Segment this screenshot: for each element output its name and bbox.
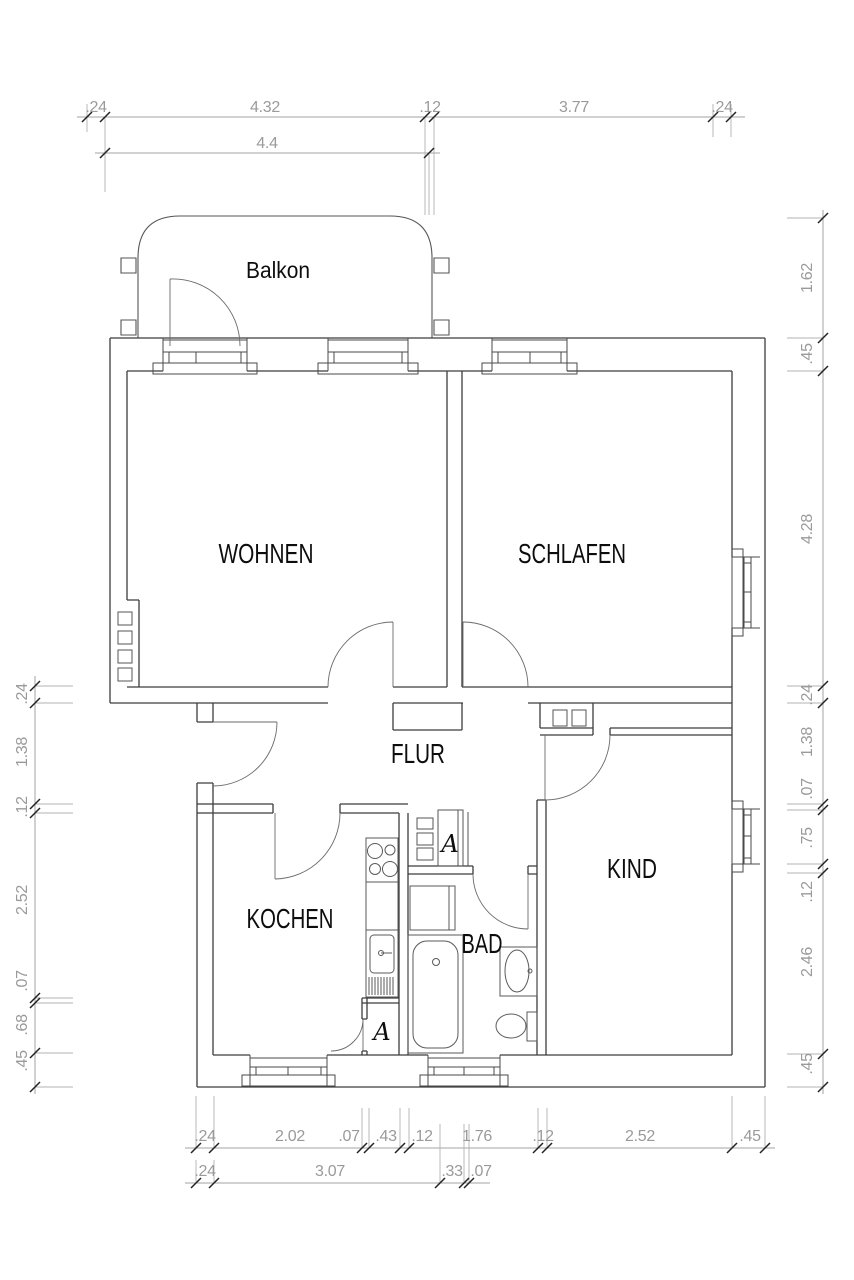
room-label-schlafen: SCHLAFEN [518,538,626,569]
radiator-and-shaft-icons [117,611,587,867]
dimension-label: 4.28 [799,514,816,544]
dimension-label: 1.62 [799,263,816,293]
balcony-layer [120,215,450,338]
dimension-label: .07 [338,1128,360,1145]
dimension-label: .12 [14,796,31,818]
dimension-label: 3.77 [559,99,589,116]
washbasin-counter-icon [499,946,538,997]
dimension-label: 2.46 [799,947,816,977]
dimension-label: .12 [532,1128,554,1145]
washbasin-icon [504,949,530,993]
storage-label-a: A [371,1018,390,1046]
dimension-label: 2.52 [14,885,31,915]
bathtub-inner-icon [412,940,459,1049]
dimension-label: 1.76 [462,1128,492,1145]
labels-layer: Balkon WOHNEN SCHLAFEN FLUR KOCHEN BAD K… [219,257,658,1046]
kitchen-sink-icon [365,929,399,998]
dimension-chain-lines [34,116,824,1184]
dimension-label: 4.32 [250,99,280,116]
room-label-wohnen: WOHNEN [219,538,314,569]
dimension-labels: .24 4.32 .12 3.77 .24 4.4 .24 2.02 .07 .43 .12 1.76… [14,99,816,1180]
dimension-label: .24 [85,99,107,116]
dimension-label: .07 [14,970,31,992]
room-label-kind: KIND [607,853,657,884]
dimension-label: .07 [799,778,816,800]
toilet-icon [495,1013,527,1039]
bathtub-drain-icon [432,958,440,966]
stove-burner-icon [382,861,398,877]
dimension-label: .24 [799,684,816,706]
door-swing-symbols [169,278,611,1052]
stove-burner-icon [384,844,396,856]
dimension-label: .45 [739,1128,761,1145]
window-symbols [152,338,760,1087]
dimension-label: .45 [799,1053,816,1075]
stove-burner-icon [369,863,381,875]
dimension-label: 1.38 [14,737,31,767]
dimension-label: .68 [14,1014,31,1036]
dimension-label: .12 [419,99,441,116]
dimension-label: .75 [799,827,816,849]
dimension-label: .12 [411,1128,433,1145]
dimension-label: .24 [194,1128,216,1145]
dimension-label: .43 [375,1128,397,1145]
washbasin-faucet-icon [527,968,533,974]
room-label-kochen: KOCHEN [247,903,334,934]
fixtures-layer [365,837,538,1054]
windows-layer [152,338,760,1087]
dimension-label: .24 [194,1163,216,1180]
dimension-ticks [29,111,829,1189]
dimension-label: .45 [14,1050,31,1072]
stove-burner-icon [367,843,383,859]
dimension-label: .24 [14,683,31,705]
dimension-lines-layer: .24 4.32 .12 3.77 .24 4.4 .24 2.02 .07 .43 .12 1.76… [14,99,829,1189]
kitchen-counter-icon [365,881,399,931]
dimension-label: 4.4 [256,135,278,152]
shaft-label-a: A [439,830,458,858]
dimension-label: 2.02 [275,1128,305,1145]
room-label-balkon: Balkon [246,257,310,283]
room-label-flur: FLUR [391,738,445,769]
dimension-label: .33 [441,1163,463,1180]
room-label-bad: BAD [462,928,503,959]
sink-faucet-icon [378,950,384,956]
witness-lines [35,104,823,1183]
dimension-label: .12 [799,881,816,903]
dimension-label: .45 [799,343,816,365]
sink-bowl-icon [369,934,395,974]
doors-layer [169,278,611,1052]
walls-layer [109,337,766,1088]
walls [109,337,766,1088]
dimension-label: .24 [711,99,733,116]
toilet-tank-icon [526,1011,538,1042]
symbols-layer [117,611,587,867]
dimension-label: 3.07 [315,1163,345,1180]
dimension-label: 1.38 [799,727,816,757]
dimension-label: 2.52 [625,1128,655,1145]
washing-machine-icon [409,885,456,931]
bathtub-icon [407,934,464,1054]
dimension-label: .07 [470,1163,492,1180]
balcony-outline [120,215,450,338]
